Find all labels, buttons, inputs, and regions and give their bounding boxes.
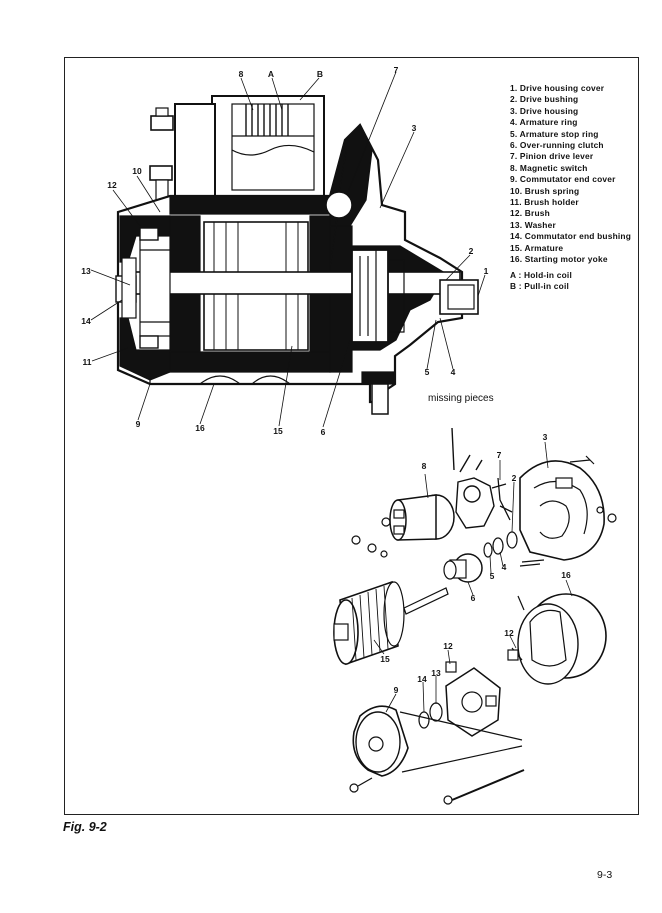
legend-item: 11. Brush holder (510, 197, 579, 208)
coil-legend-item: B : Pull-in coil (510, 280, 570, 291)
legend-item: 13. Washer (510, 219, 556, 230)
callout-label: 9 (393, 685, 399, 695)
drive-housing-part (519, 455, 617, 561)
callout-label: 13 (431, 668, 441, 678)
legend-item: 7. Pinion drive lever (510, 151, 594, 162)
callout-label: 13 (81, 266, 91, 276)
legend-item: 2. Drive bushing (510, 94, 579, 105)
callout-label: 12 (107, 180, 117, 190)
clutch-part (443, 553, 483, 583)
callout-label: 3 (542, 432, 548, 442)
callout-label: 16 (195, 423, 205, 433)
callout-label: 11 (82, 357, 92, 367)
page-number: 9-3 (597, 869, 613, 881)
figure-caption: Fig. 9-2 (63, 820, 107, 834)
callout-label: 3 (411, 123, 417, 133)
legend-item: 10. Brush spring (510, 185, 580, 196)
legend-item: 1. Drive housing cover (510, 83, 605, 93)
callout-label: 9 (135, 419, 141, 429)
callout-label: 6 (470, 593, 476, 603)
callout-label: 14 (81, 316, 91, 326)
end-cover-part (349, 705, 525, 805)
legend-item: 4. Armature ring (510, 117, 578, 128)
legend-item: 14. Commutator end bushing (510, 231, 632, 242)
callout-label: 8 (421, 461, 427, 471)
callout-label: 8 (238, 69, 244, 79)
legend-item: 12. Brush (510, 208, 550, 219)
callout-label: A (267, 69, 275, 79)
callout-label: 15 (380, 654, 390, 664)
callout-label: 12 (504, 628, 514, 638)
brush-holder-part (418, 661, 501, 737)
callout-label: 15 (273, 426, 283, 436)
callout-label: 14 (417, 674, 427, 684)
callout-label: 2 (511, 473, 517, 483)
callout-label: 2 (468, 246, 474, 256)
callout-label: 4 (450, 367, 456, 377)
callout-label: 10 (132, 166, 142, 176)
parts-legend: 1. Drive housing cover 2. Drive bushing … (510, 83, 631, 292)
exploded-view-drawing (333, 427, 617, 805)
armature-part (333, 580, 449, 666)
legend-item: 16. Starting motor yoke (510, 254, 608, 265)
coil-legend-item: A : Hold-in coil (510, 269, 572, 280)
callout-label: B (316, 69, 324, 79)
figure-frame (64, 57, 639, 815)
callout-label: 4 (501, 562, 507, 572)
cross-section-drawing (90, 71, 486, 428)
legend-item: 8. Magnetic switch (510, 162, 588, 173)
legend-item: 3. Drive housing (510, 105, 579, 116)
legend-item: 6. Over-running clutch (510, 140, 604, 151)
missing-pieces-marker (451, 427, 495, 529)
yoke-part (507, 593, 607, 685)
legend-item: 9. Commutator end cover (510, 174, 616, 185)
magnetic-switch-part (351, 494, 455, 558)
legend-item: 5. Armature stop ring (510, 128, 599, 139)
legend-item: 15. Armature (510, 242, 564, 253)
callout-label: 16 (561, 570, 571, 580)
callout-label: 5 (424, 367, 430, 377)
callout-label: 5 (489, 571, 495, 581)
callout-label: 7 (393, 65, 399, 75)
callout-label: 7 (496, 450, 502, 460)
callout-label: 6 (320, 427, 326, 437)
callout-label: 1 (483, 266, 489, 276)
callout-label: 12 (443, 641, 453, 651)
missing-pieces-annotation: missing pieces (428, 393, 494, 404)
